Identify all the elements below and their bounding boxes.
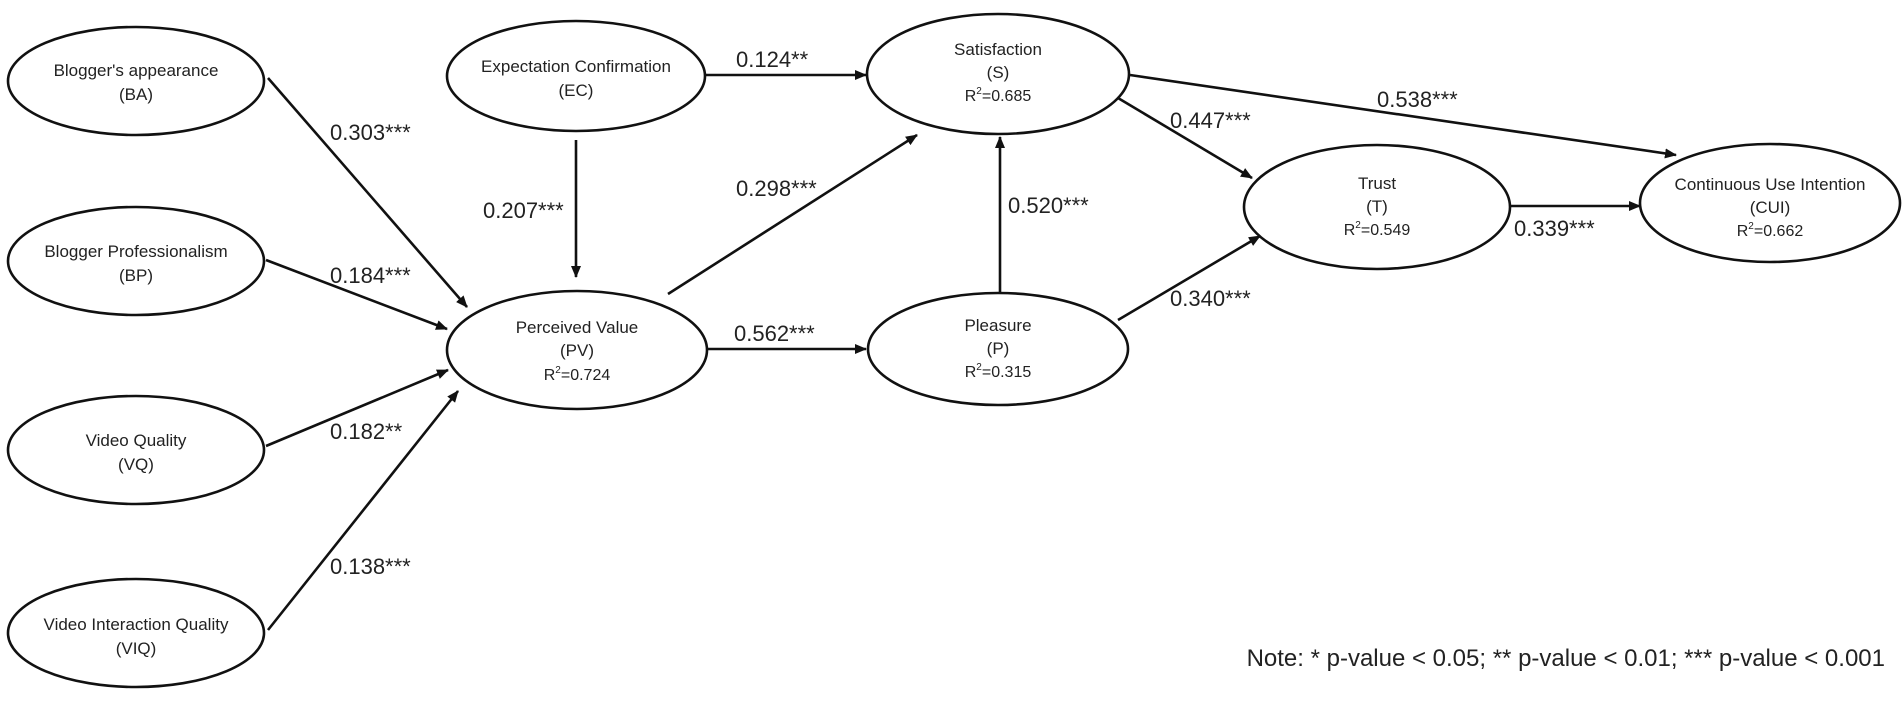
label-bp-pv: 0.184*** — [330, 263, 411, 288]
node-bp-abbr: (BP) — [119, 266, 153, 285]
node-p-abbr: (P) — [987, 339, 1010, 358]
node-pv-ellipse — [445, 289, 709, 411]
node-pv-abbr: (PV) — [560, 341, 594, 360]
label-ba-pv: 0.303*** — [330, 120, 411, 145]
node-bp-ellipse — [6, 205, 266, 317]
node-p-name: Pleasure — [964, 316, 1031, 335]
node-viq: Video Interaction Quality (VIQ) — [6, 577, 266, 689]
node-t-r2-sup: 2 — [1355, 220, 1361, 231]
node-s-r2: R2=0.685 — [965, 86, 1032, 105]
node-p-r2: R2=0.315 — [965, 362, 1032, 381]
node-ba: Blogger's appearance (BA) — [6, 25, 266, 137]
node-s: Satisfaction (S) R2=0.685 — [865, 12, 1131, 136]
label-pv-s: 0.298*** — [736, 176, 817, 201]
label-ec-s: 0.124** — [736, 47, 809, 72]
node-ec: Expectation Confirmation (EC) — [445, 19, 707, 133]
node-bp: Blogger Professionalism (BP) — [6, 205, 266, 317]
node-vq: Video Quality (VQ) — [6, 394, 266, 506]
node-p-r2-prefix: R — [965, 364, 977, 381]
node-p-r2-value: =0.315 — [982, 364, 1031, 381]
significance-note: Note: * p-value < 0.05; ** p-value < 0.0… — [1247, 645, 1885, 672]
label-p-t: 0.340*** — [1170, 286, 1251, 311]
label-s-t: 0.447*** — [1170, 108, 1251, 133]
node-t-name: Trust — [1358, 174, 1396, 193]
node-p: Pleasure (P) R2=0.315 — [866, 291, 1130, 407]
node-vq-ellipse — [6, 394, 266, 506]
node-pv-r2-prefix: R — [544, 367, 556, 384]
edge-vq-pv — [265, 368, 449, 448]
label-pv-p: 0.562*** — [734, 321, 815, 346]
node-s-r2-value: =0.685 — [982, 88, 1031, 105]
node-p-ellipse — [866, 291, 1130, 407]
label-p-s: 0.520*** — [1008, 193, 1089, 218]
node-ba-abbr: (BA) — [119, 85, 153, 104]
node-cui-r2-sup: 2 — [1748, 221, 1754, 232]
edge-ba-pv — [267, 77, 468, 308]
node-ec-abbr: (EC) — [559, 81, 594, 100]
node-s-name: Satisfaction — [954, 40, 1042, 59]
node-bp-name: Blogger Professionalism — [44, 242, 227, 261]
node-cui-ellipse — [1638, 142, 1902, 264]
label-ec-pv: 0.207*** — [483, 198, 564, 223]
node-pv-r2-sup: 2 — [555, 365, 561, 376]
node-t-ellipse — [1242, 143, 1512, 271]
edge-viq-pv — [266, 390, 460, 631]
node-pv: Perceived Value (PV) R2=0.724 — [445, 289, 709, 411]
node-cui-r2-value: =0.662 — [1754, 223, 1803, 240]
node-pv-r2-value: =0.724 — [561, 367, 610, 384]
node-vq-name: Video Quality — [86, 431, 187, 450]
node-cui-name: Continuous Use Intention — [1675, 175, 1866, 194]
edge-p-t — [1117, 234, 1261, 322]
node-t-r2-prefix: R — [1344, 222, 1356, 239]
node-ec-name: Expectation Confirmation — [481, 57, 671, 76]
edge-bp-pv — [265, 258, 448, 331]
node-vq-abbr: (VQ) — [118, 455, 154, 474]
edge-labels: 0.303*** 0.184*** 0.182** 0.138*** 0.207… — [330, 47, 1595, 579]
node-cui-abbr: (CUI) — [1750, 198, 1791, 217]
node-ba-name: Blogger's appearance — [54, 61, 219, 80]
label-viq-pv: 0.138*** — [330, 554, 411, 579]
node-t: Trust (T) R2=0.549 — [1242, 143, 1512, 271]
node-ec-ellipse — [445, 19, 707, 133]
node-t-abbr: (T) — [1366, 197, 1388, 216]
label-vq-pv: 0.182** — [330, 419, 403, 444]
node-p-r2-sup: 2 — [976, 362, 982, 373]
node-cui: Continuous Use Intention (CUI) R2=0.662 — [1638, 142, 1902, 264]
edge-s-cui — [1129, 73, 1677, 159]
node-cui-r2-prefix: R — [1737, 223, 1749, 240]
node-s-abbr: (S) — [987, 63, 1010, 82]
node-viq-ellipse — [6, 577, 266, 689]
node-t-r2: R2=0.549 — [1344, 220, 1411, 239]
edges — [265, 70, 1677, 631]
label-t-cui: 0.339*** — [1514, 216, 1595, 241]
node-s-r2-prefix: R — [965, 88, 977, 105]
node-s-ellipse — [865, 12, 1131, 136]
node-t-r2-value: =0.549 — [1361, 222, 1410, 239]
node-cui-r2: R2=0.662 — [1737, 221, 1804, 240]
node-s-r2-sup: 2 — [976, 86, 982, 97]
label-s-cui: 0.538*** — [1377, 87, 1458, 112]
node-viq-name: Video Interaction Quality — [44, 615, 229, 634]
node-ba-ellipse — [6, 25, 266, 137]
node-pv-name: Perceived Value — [516, 318, 639, 337]
node-pv-r2: R2=0.724 — [544, 365, 611, 384]
node-viq-abbr: (VIQ) — [116, 639, 157, 658]
edge-s-t — [1117, 96, 1253, 180]
edge-pv-s — [667, 133, 918, 296]
